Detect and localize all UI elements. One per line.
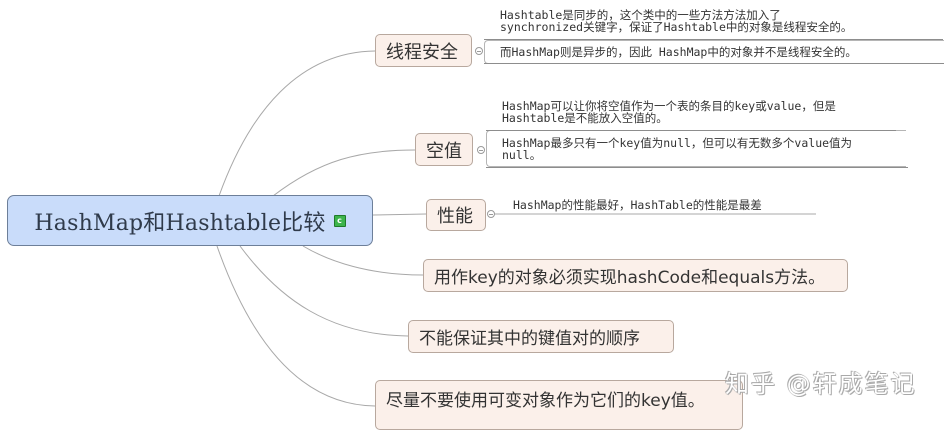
topic-label: 空值 <box>426 140 462 162</box>
note-line: Hashtable是同步的，这个类中的一些方法方法加入了 <box>500 8 781 22</box>
collapse-toggle-icon[interactable] <box>477 146 485 154</box>
topic-label: 用作key的对象必须实现hashCode和equals方法。 <box>434 268 826 288</box>
collapse-toggle-icon[interactable] <box>475 47 483 55</box>
note-divider <box>486 130 896 131</box>
topic-null-values[interactable]: 空值 <box>415 133 473 166</box>
zhihu-watermark: 知乎 @轩成笔记 <box>725 370 917 398</box>
note-line: 而HashMap则是异步的，因此 HashMap中的对象并不是线程安全的。 <box>500 45 857 59</box>
note-thread-safety-2: 而HashMap则是异步的，因此 HashMap中的对象并不是线程安全的。 <box>500 46 857 58</box>
note-box <box>486 130 906 167</box>
topic-label: 性能 <box>437 206 473 227</box>
note-divider <box>484 39 943 40</box>
note-line: synchronized关键字，保证了Hashtable中的对象是线程安全的。 <box>500 20 853 34</box>
note-divider <box>486 167 908 168</box>
collapse-toggle-icon[interactable] <box>487 210 495 218</box>
note-null-values-1: HashMap可以让你将空值作为一个表的条目的key或value，但是 Hash… <box>502 100 836 124</box>
c-icon[interactable]: c <box>333 214 346 227</box>
topic-label: 尽量不要使用可变对象作为它们的key值。 <box>386 391 705 411</box>
topic-thread-safety[interactable]: 线程安全 <box>375 34 472 67</box>
topic-label: 不能保证其中的键值对的顺序 <box>419 329 640 349</box>
note-thread-safety-1: Hashtable是同步的，这个类中的一些方法方法加入了 synchronize… <box>500 9 852 33</box>
central-topic[interactable]: HashMap和Hashtable比较 c <box>7 195 373 246</box>
central-topic-label: HashMap和Hashtable比较 <box>34 210 326 236</box>
note-performance: HashMap的性能最好，HashTable的性能是最差 <box>513 199 762 211</box>
note-line: HashMap最多只有一个key值为null，但可以有无数多个value值为 <box>502 136 853 150</box>
topic-performance[interactable]: 性能 <box>426 199 486 231</box>
note-divider <box>484 63 944 64</box>
note-line: Hashtable是不能放入空值的。 <box>502 111 668 125</box>
topic-avoid-mutable-keys[interactable]: 尽量不要使用可变对象作为它们的key值。 <box>375 380 743 430</box>
note-null-values-2: HashMap最多只有一个key值为null，但可以有无数多个value值为 n… <box>502 137 852 161</box>
topic-no-order-guarantee[interactable]: 不能保证其中的键值对的顺序 <box>408 320 674 353</box>
note-line: null。 <box>502 148 542 162</box>
topic-label: 线程安全 <box>386 41 458 63</box>
note-line: HashMap可以让你将空值作为一个表的条目的key或value，但是 <box>502 99 836 113</box>
topic-key-hashcode-equals[interactable]: 用作key的对象必须实现hashCode和equals方法。 <box>423 259 848 292</box>
note-line: HashMap的性能最好，HashTable的性能是最差 <box>513 198 762 212</box>
